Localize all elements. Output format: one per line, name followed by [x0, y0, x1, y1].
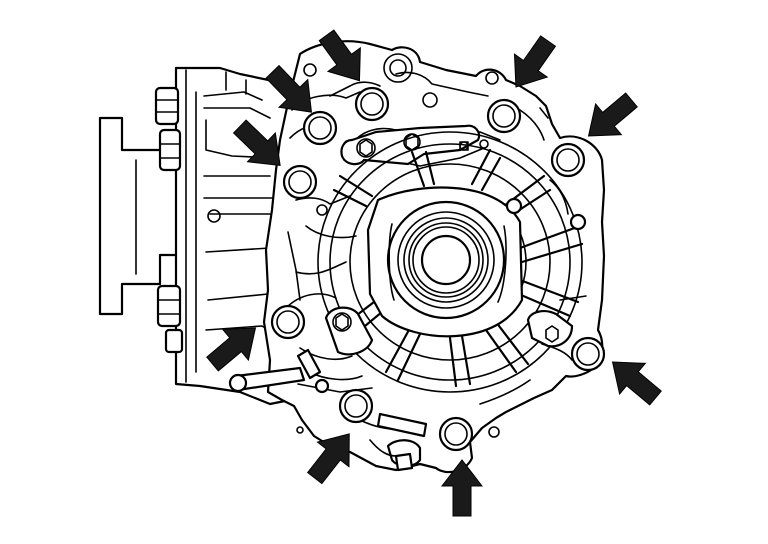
arrow [306, 433, 350, 485]
cover-bolt [438, 416, 474, 452]
lower-left-boss [324, 306, 374, 356]
arrow [611, 361, 662, 406]
arrow [206, 327, 257, 372]
arrow [232, 119, 281, 167]
cover-bolt [302, 110, 338, 146]
bottom-sensor [369, 412, 428, 472]
arrow [587, 92, 638, 137]
cover-bolt [282, 164, 318, 200]
cover-bolt [354, 86, 390, 122]
cover-bolt [338, 388, 374, 424]
cover-bolt [570, 336, 606, 372]
arrow [513, 35, 557, 88]
cover-bolt [550, 142, 586, 178]
cover-bolt [486, 98, 522, 134]
adapter-bolts [154, 86, 184, 354]
right-small-bolt [505, 197, 587, 231]
arrow [440, 459, 484, 517]
arrow [265, 64, 313, 113]
output-hub [366, 186, 524, 338]
indicator-arrows [206, 29, 662, 517]
cover-bolt [270, 304, 306, 340]
breather-tube [228, 348, 330, 394]
right-hex-boss [526, 310, 574, 348]
cover-bolts [270, 86, 606, 452]
arrow [318, 29, 361, 82]
